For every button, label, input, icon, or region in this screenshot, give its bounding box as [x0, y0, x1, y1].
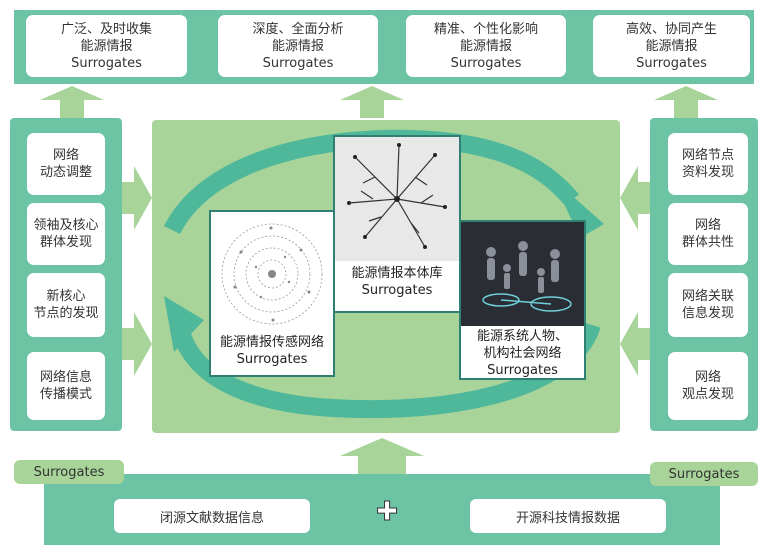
left-arrow-right-1 — [620, 166, 650, 230]
closed-source-label: 闭源文献数据信息 — [159, 510, 264, 526]
bottom-right-tab-label: Surrogates — [668, 466, 740, 482]
up-arrow-3 — [654, 86, 718, 118]
sensor-network-card: 能源情报传感网络 Surrogates — [209, 210, 335, 377]
sensor-network-image — [211, 212, 333, 330]
right-box-group-line1: 网络 — [694, 218, 721, 233]
open-source-label: 开源科技情报数据 — [515, 510, 620, 526]
left-box-dynamic: 网络 动态调整 — [27, 133, 105, 195]
ontology-library-line2: Surrogates — [361, 283, 433, 298]
ontology-library-image — [335, 137, 459, 261]
top-box-collect-line2: 能源情报 — [80, 38, 133, 54]
left-box-spread: 网络信息 传播模式 — [27, 352, 105, 420]
left-box-newcore-line2: 节点的发现 — [33, 306, 99, 321]
up-arrow-1 — [40, 86, 104, 118]
left-box-newcore: 新核心 节点的发现 — [27, 273, 105, 337]
ontology-library-caption: 能源情报本体库 Surrogates — [335, 265, 459, 299]
left-arrow-right-2 — [620, 312, 650, 376]
top-box-analyze-line2: 能源情报 — [271, 38, 324, 54]
right-box-node: 网络节点 资料发现 — [668, 133, 748, 195]
top-box-produce-line1: 高效、协同产生 — [625, 21, 717, 37]
left-box-spread-line1: 网络信息 — [39, 370, 92, 385]
right-box-link-line1: 网络关联 — [681, 289, 734, 304]
left-box-leader-line1: 领袖及核心 — [33, 218, 99, 233]
right-box-link: 网络关联 信息发现 — [668, 273, 748, 337]
up-arrow-2 — [340, 86, 404, 118]
social-network-card: 能源系统人物、 机构社会网络 Surrogates — [459, 220, 586, 380]
cycle-arrowhead-right — [552, 178, 604, 238]
cycle-arrowhead-left — [164, 296, 204, 352]
sensor-network-caption: 能源情报传感网络 Surrogates — [211, 334, 333, 368]
bottom-left-tab: Surrogates — [14, 460, 124, 484]
top-box-collect: 广泛、及时收集 能源情报 Surrogates — [26, 15, 187, 77]
bottom-right-tab: Surrogates — [650, 462, 758, 486]
social-network-line1: 能源系统人物、 — [476, 329, 568, 344]
top-box-produce-line3: Surrogates — [636, 55, 707, 71]
social-network-line2: 机构社会网络 — [483, 346, 562, 361]
top-box-influence-line2: 能源情报 — [459, 38, 512, 54]
right-box-group: 网络 群体共性 — [668, 203, 748, 265]
bottom-left-tab-label: Surrogates — [33, 464, 105, 480]
left-box-leader-line2: 群体发现 — [39, 235, 92, 250]
open-source-box: 开源科技情报数据 — [470, 499, 666, 533]
sensor-network-line2: Surrogates — [236, 352, 308, 367]
top-box-collect-line3: Surrogates — [71, 55, 142, 71]
right-arrow-left-2 — [122, 312, 152, 376]
plus-symbol: ✚ — [376, 497, 399, 528]
top-box-analyze-line1: 深度、全面分析 — [252, 21, 344, 37]
plus-icon: ✚ — [372, 497, 402, 528]
left-box-dynamic-line1: 网络 — [52, 148, 79, 163]
left-box-spread-line2: 传播模式 — [39, 387, 92, 402]
left-box-newcore-line1: 新核心 — [46, 289, 86, 304]
closed-source-box: 闭源文献数据信息 — [114, 499, 310, 533]
up-arrow-bottom — [340, 438, 424, 476]
social-network-image — [461, 222, 584, 326]
right-box-node-line1: 网络节点 — [681, 148, 734, 163]
top-box-collect-line1: 广泛、及时收集 — [60, 21, 152, 37]
ontology-library-line1: 能源情报本体库 — [351, 266, 443, 281]
top-box-influence-line3: Surrogates — [450, 55, 522, 71]
right-box-group-line2: 群体共性 — [681, 235, 734, 250]
right-box-opinion-line2: 观点发现 — [681, 387, 734, 402]
social-network-line3: Surrogates — [487, 363, 558, 378]
top-box-analyze-line3: Surrogates — [262, 55, 334, 71]
left-box-dynamic-line2: 动态调整 — [39, 165, 92, 180]
right-box-opinion: 网络 观点发现 — [668, 352, 748, 420]
sensor-network-line1: 能源情报传感网络 — [219, 335, 324, 350]
ontology-library-card: 能源情报本体库 Surrogates — [333, 135, 461, 313]
top-box-influence: 精准、个性化影响 能源情报 Surrogates — [406, 15, 566, 77]
right-box-node-line2: 资料发现 — [681, 165, 734, 180]
top-box-analyze: 深度、全面分析 能源情报 Surrogates — [218, 15, 378, 77]
social-network-caption: 能源系统人物、 机构社会网络 Surrogates — [461, 328, 584, 378]
right-box-opinion-line1: 网络 — [694, 370, 721, 385]
right-box-link-line2: 信息发现 — [681, 306, 734, 321]
top-box-influence-line1: 精准、个性化影响 — [433, 21, 538, 37]
top-box-produce: 高效、协同产生 能源情报 Surrogates — [593, 15, 750, 77]
left-box-leader: 领袖及核心 群体发现 — [27, 203, 105, 265]
top-box-produce-line2: 能源情报 — [645, 38, 698, 54]
right-arrow-left-1 — [122, 166, 152, 230]
